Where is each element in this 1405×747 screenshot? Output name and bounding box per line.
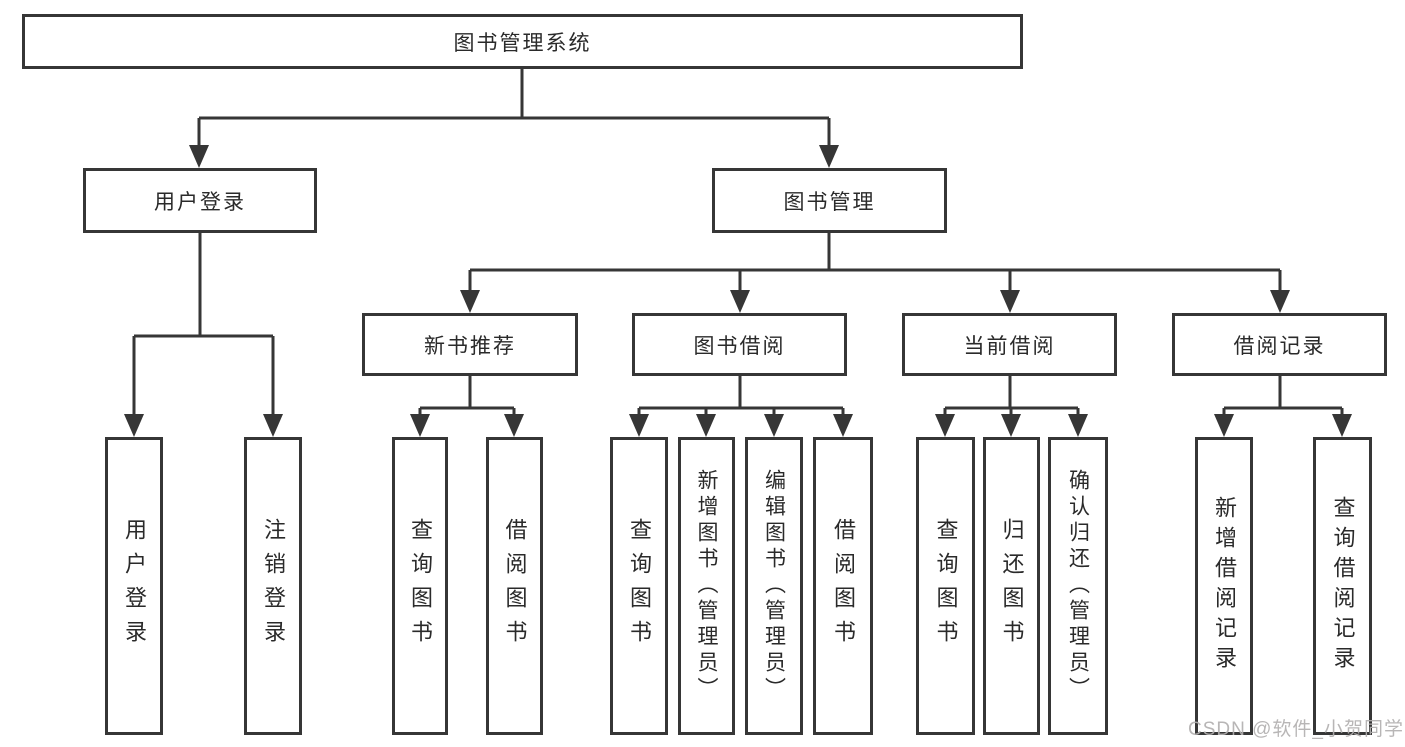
leaf-newrec-query-books-label: 查询图书 [408, 518, 433, 654]
leaf-borrow-query-books: 查询图书 [610, 437, 668, 735]
leaf-records-query-record: 查询借阅记录 [1313, 437, 1372, 735]
leaf-logout-label: 注销登录 [261, 518, 286, 654]
leaf-current-confirm-return-admin: 确认归还（管理员） [1048, 437, 1108, 735]
node-system-root-label: 图书管理系统 [453, 31, 592, 55]
leaf-records-add-record-label: 新增借阅记录 [1212, 496, 1237, 676]
node-system-root: 图书管理系统 [22, 14, 1023, 69]
leaf-current-return-books-label: 归还图书 [999, 518, 1025, 654]
node-book-borrow: 图书借阅 [632, 313, 847, 376]
leaf-newrec-borrow-books: 借阅图书 [486, 437, 543, 735]
leaf-newrec-borrow-books-label: 借阅图书 [502, 518, 528, 654]
csdn-watermark: CSDN @软件_小贺同学 [1188, 719, 1404, 740]
leaf-borrow-add-books-admin-label: 新增图书（管理员） [695, 469, 718, 703]
leaf-current-return-books: 归还图书 [983, 437, 1040, 735]
leaf-current-confirm-return-admin-label: 确认归还（管理员） [1066, 469, 1090, 703]
leaf-borrow-borrow-books-label: 借阅图书 [831, 518, 856, 654]
leaf-borrow-edit-books-admin: 编辑图书（管理员） [745, 437, 803, 735]
node-new-book-recommend-label: 新书推荐 [424, 334, 516, 358]
leaf-borrow-add-books-admin: 新增图书（管理员） [678, 437, 735, 735]
leaf-current-query-books: 查询图书 [916, 437, 975, 735]
node-new-book-recommend: 新书推荐 [362, 313, 578, 376]
leaf-user-login: 用户登录 [105, 437, 163, 735]
node-borrow-records: 借阅记录 [1172, 313, 1387, 376]
node-current-borrow: 当前借阅 [902, 313, 1117, 376]
leaf-records-query-record-label: 查询借阅记录 [1330, 496, 1356, 676]
leaf-borrow-borrow-books: 借阅图书 [813, 437, 873, 735]
node-user-login: 用户登录 [83, 168, 317, 233]
leaf-newrec-query-books: 查询图书 [392, 437, 448, 735]
leaf-borrow-edit-books-admin-label: 编辑图书（管理员） [762, 469, 786, 703]
leaf-records-add-record: 新增借阅记录 [1195, 437, 1253, 735]
leaf-logout: 注销登录 [244, 437, 302, 735]
node-book-management: 图书管理 [712, 168, 947, 233]
node-book-management-label: 图书管理 [783, 190, 876, 214]
node-borrow-records-label: 借阅记录 [1233, 334, 1326, 358]
node-book-borrow-label: 图书借阅 [693, 334, 786, 358]
leaf-user-login-label: 用户登录 [122, 518, 147, 654]
leaf-current-query-books-label: 查询图书 [933, 518, 959, 654]
leaf-borrow-query-books-label: 查询图书 [627, 518, 652, 654]
node-user-login-label: 用户登录 [154, 190, 246, 214]
node-current-borrow-label: 当前借阅 [963, 334, 1056, 358]
